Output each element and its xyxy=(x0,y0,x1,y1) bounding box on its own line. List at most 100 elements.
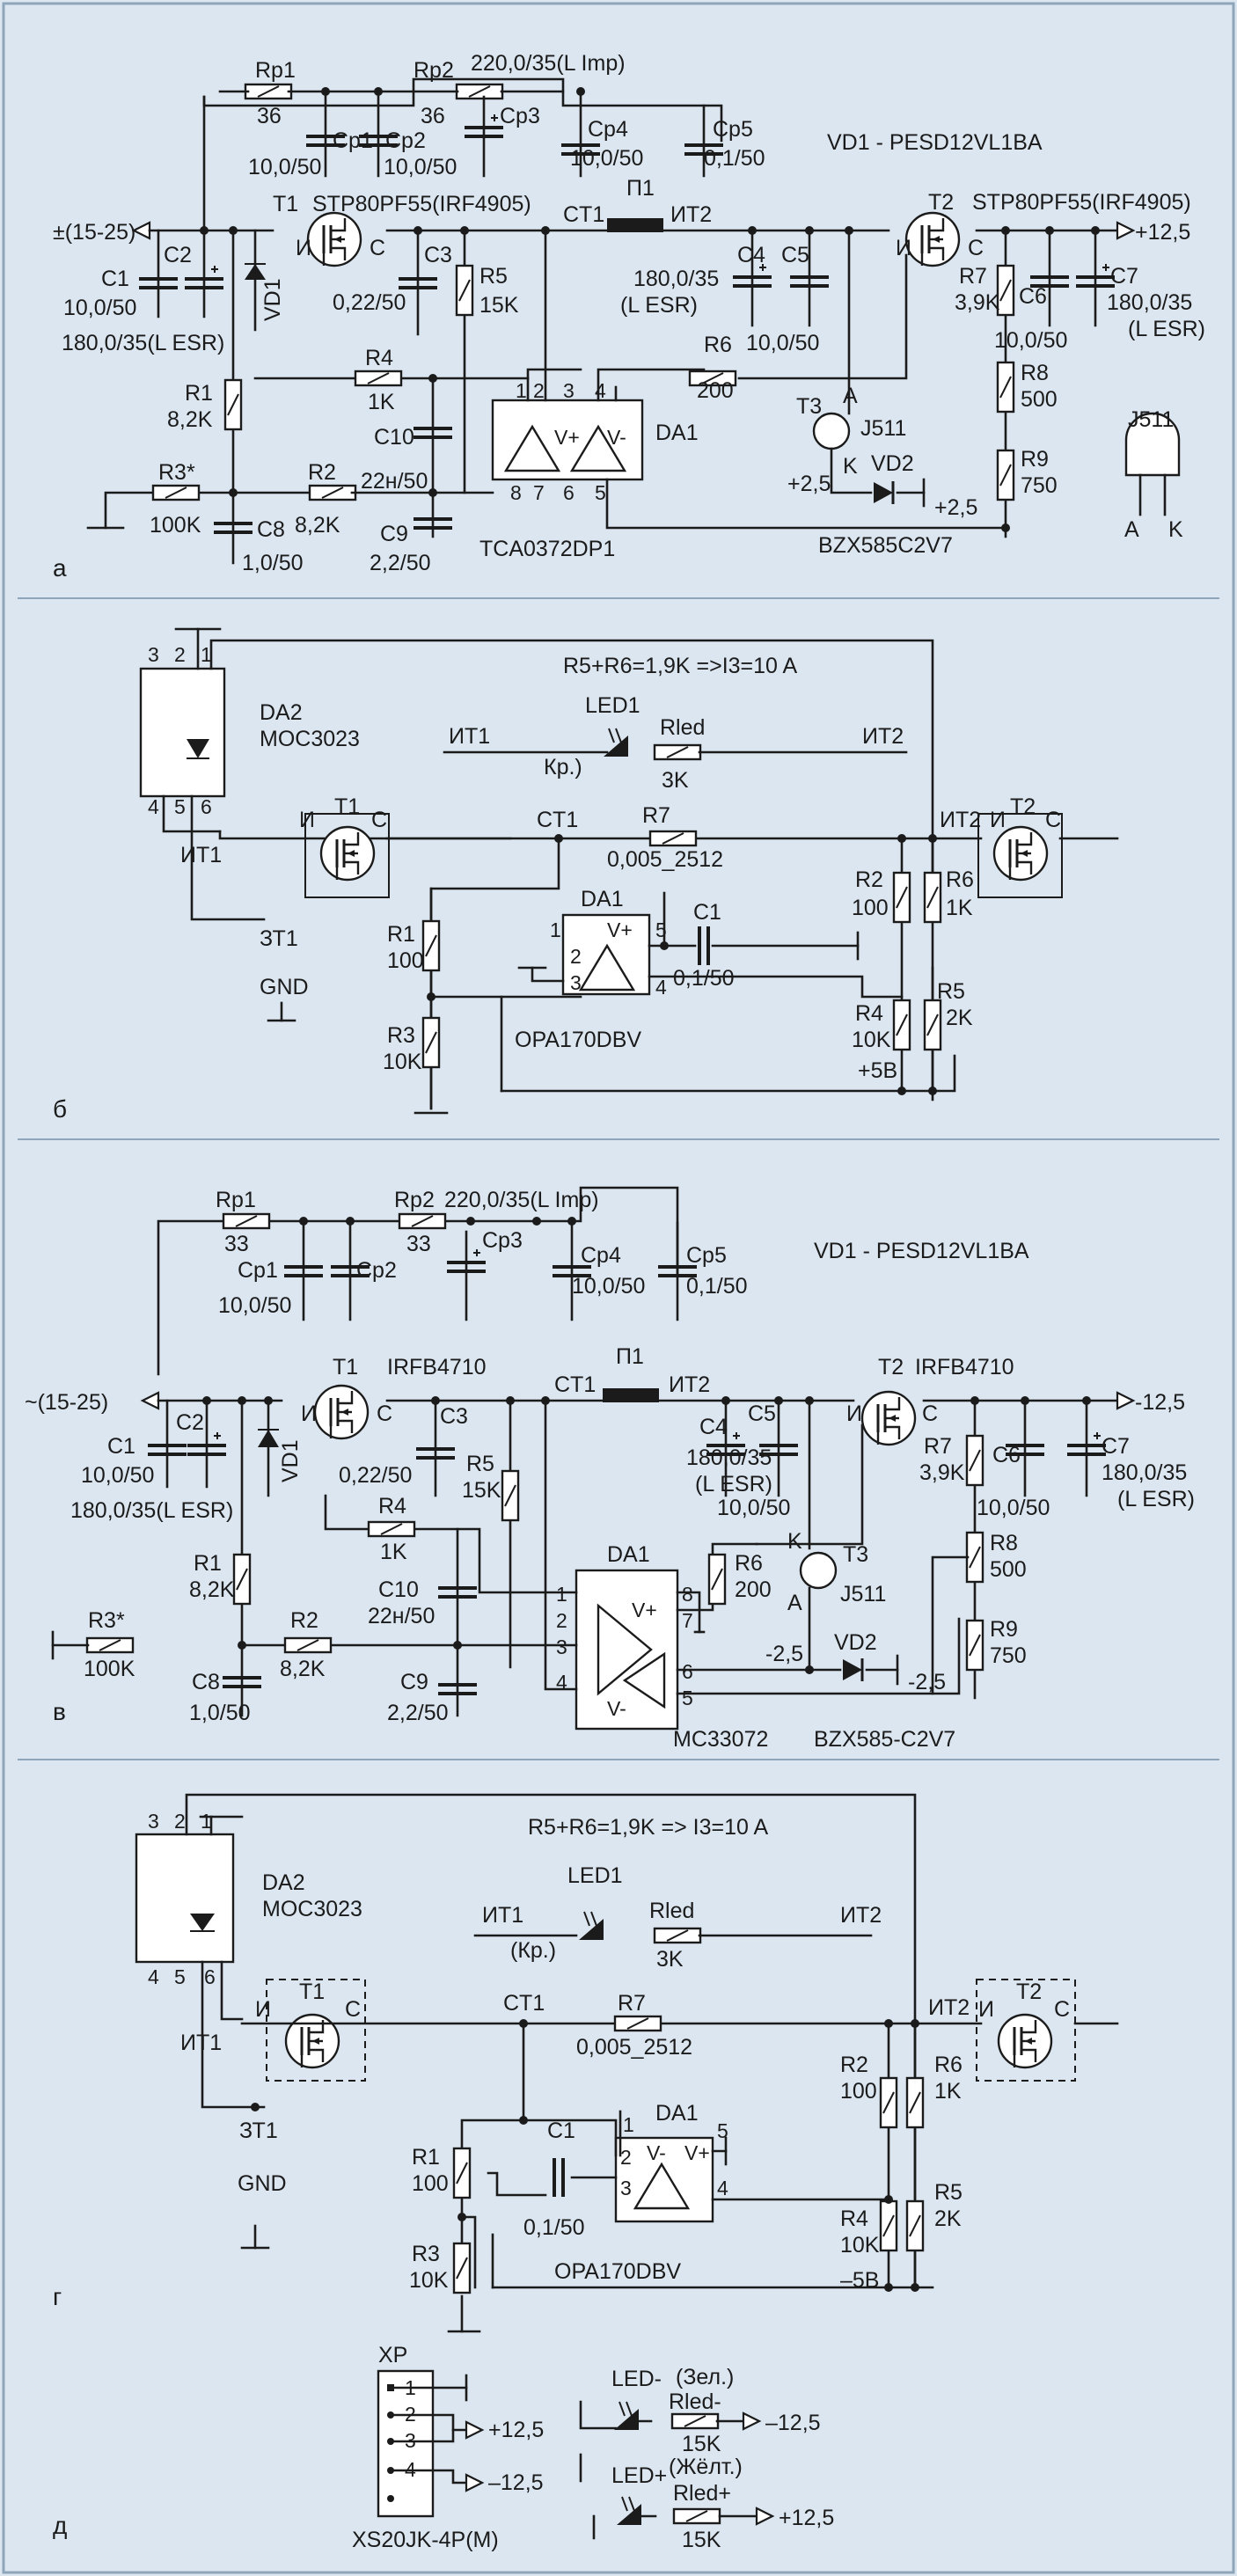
label-t2-i: И xyxy=(846,1401,862,1426)
value-c3: 0,22/50 xyxy=(333,290,406,315)
label-r9: R9 xyxy=(990,1617,1018,1642)
label-t2-s: С xyxy=(922,1401,938,1426)
value-c1: 10,0/50 xyxy=(81,1463,154,1488)
label-da1-vp: V+ xyxy=(607,918,633,941)
pin-3: 3 xyxy=(556,1636,567,1658)
label-plus25b: +2,5 xyxy=(934,495,977,520)
label-r7: R7 xyxy=(959,264,987,289)
label-kr: Кр.) xyxy=(544,755,582,779)
label-r1: R1 xyxy=(387,922,415,947)
input-voltage: ~(15-25) xyxy=(25,1390,108,1415)
da1-pin-5: 5 xyxy=(717,2119,728,2142)
label-c10: C10 xyxy=(378,1577,419,1602)
value-rled: 3K xyxy=(662,768,689,793)
xp-pin-4: 4 xyxy=(405,2458,416,2481)
value-c7-esr: (L ESR) xyxy=(1117,1487,1195,1511)
label-r9: R9 xyxy=(1021,447,1049,472)
section-letter: в xyxy=(53,1698,66,1725)
value-cp2: 10,0/50 xyxy=(384,155,457,179)
label-c6: C6 xyxy=(1019,284,1047,309)
label-t3: T3 xyxy=(796,394,822,419)
value-c10: 22н/50 xyxy=(361,469,428,494)
label-t2: T2 xyxy=(1010,794,1036,819)
label-c1: C1 xyxy=(101,267,129,291)
label-r4: R4 xyxy=(378,1494,406,1519)
pin-1: 1 xyxy=(201,643,212,666)
label-it2: ИТ2 xyxy=(669,1372,710,1397)
part-da1: OPA170DBV xyxy=(554,2259,681,2284)
label-xp: XP xyxy=(378,2343,407,2367)
value-rp2: 33 xyxy=(406,1232,431,1256)
label-t2: T2 xyxy=(1016,1980,1042,2004)
label-c2: C2 xyxy=(164,243,192,267)
label-cp4: Cp4 xyxy=(588,117,628,142)
section-a: а VD1 - PESD12VL1BA ±(15-25) +12,5 Rp1 3… xyxy=(53,51,1205,582)
label-c4: C4 xyxy=(699,1415,728,1439)
label-r2: R2 xyxy=(840,2053,868,2077)
pin-3: 3 xyxy=(148,1810,159,1833)
label-t1-s: С xyxy=(371,808,387,832)
label-p1: П1 xyxy=(626,176,655,201)
pin-2: 2 xyxy=(174,643,186,666)
label-cp4: Cp4 xyxy=(581,1243,621,1268)
label-cp-main: 220,0/35(L Imp) xyxy=(444,1188,599,1212)
value-rled: 3K xyxy=(656,1947,684,1972)
label-c2: C2 xyxy=(176,1410,204,1435)
label-r6: R6 xyxy=(735,1551,763,1576)
value-rp2: 36 xyxy=(421,104,445,128)
pin-1: 1 xyxy=(556,1583,567,1606)
section-v: в VD1 - PESD12VL1BA ~(15-25) -12,5 Rp1 3… xyxy=(25,1186,1195,1752)
vd1-note: VD1 - PESD12VL1BA xyxy=(827,130,1043,155)
label-r5: R5 xyxy=(934,2180,963,2205)
section-d: д XP XS20JK-4P(M) 1 2 3 4 +12,5 –12,5 LE… xyxy=(53,2343,834,2552)
pin-4: 4 xyxy=(148,795,159,818)
label-zhelt: (Жёлт.) xyxy=(669,2455,743,2479)
label-cp5: Cp5 xyxy=(686,1243,727,1268)
section-letter: г xyxy=(53,2283,62,2310)
value-r3: 100K xyxy=(150,513,201,538)
label-zt1: ЗТ1 xyxy=(260,926,298,951)
label-t1: T1 xyxy=(299,1980,325,2004)
part-da1: TCA0372DP1 xyxy=(479,537,615,561)
label-vd1: VD1 xyxy=(260,278,285,321)
label-t2-i: И xyxy=(978,1997,994,2022)
label-minus125: –12,5 xyxy=(488,2470,544,2495)
section-letter: д xyxy=(53,2512,67,2539)
label-r2: R2 xyxy=(308,460,336,485)
label-r6: R6 xyxy=(704,333,732,357)
label-it1: ИТ1 xyxy=(180,2031,222,2055)
label-da1: DA1 xyxy=(655,2101,699,2126)
label-led-minus: LED- xyxy=(611,2367,662,2391)
label-plus5v: +5B xyxy=(858,1058,897,1083)
label-vd2: VD2 xyxy=(834,1630,877,1655)
value-r2: 100 xyxy=(840,2079,877,2104)
label-r5: R5 xyxy=(937,979,965,1004)
value-r5: 15K xyxy=(479,293,519,318)
pin-5: 5 xyxy=(174,1965,186,1988)
value-cp4: 10,0/50 xyxy=(572,1274,645,1299)
label-r3: R3 xyxy=(412,2242,440,2266)
value-r3: 10K xyxy=(409,2268,449,2293)
value-c7: 180,0/35 xyxy=(1102,1460,1187,1485)
pin-6: 6 xyxy=(682,1660,693,1683)
part-da1: OPA170DBV xyxy=(515,1028,641,1052)
value-r7: 3,9K xyxy=(955,290,1000,315)
label-rp1: Rp1 xyxy=(255,58,296,83)
label-it2-top: ИТ2 xyxy=(840,1903,882,1928)
value-r6: 1K xyxy=(934,2079,962,2104)
label-it2: ИТ2 xyxy=(940,808,981,832)
label-minus5v: –5B xyxy=(840,2268,879,2293)
label-c10: C10 xyxy=(374,425,414,450)
label-c8: C8 xyxy=(192,1670,220,1694)
label-rp2: Rp2 xyxy=(394,1188,435,1212)
pin-1: 1 xyxy=(516,379,527,402)
value-r4: 1K xyxy=(380,1540,407,1564)
label-led1: LED1 xyxy=(585,693,640,718)
part-t3: J511 xyxy=(860,416,906,441)
section-g: г R5+R6=1,9K => I3=10 A 3 2 1 4 5 6 DA2 … xyxy=(53,1793,1119,2333)
value-r1: 8,2K xyxy=(167,407,213,432)
label-rp1: Rp1 xyxy=(216,1188,256,1212)
xp-pin-2: 2 xyxy=(405,2403,416,2426)
value-c1-2: 180,0/35(L ESR) xyxy=(62,331,224,355)
label-t2-s: С xyxy=(968,236,984,260)
